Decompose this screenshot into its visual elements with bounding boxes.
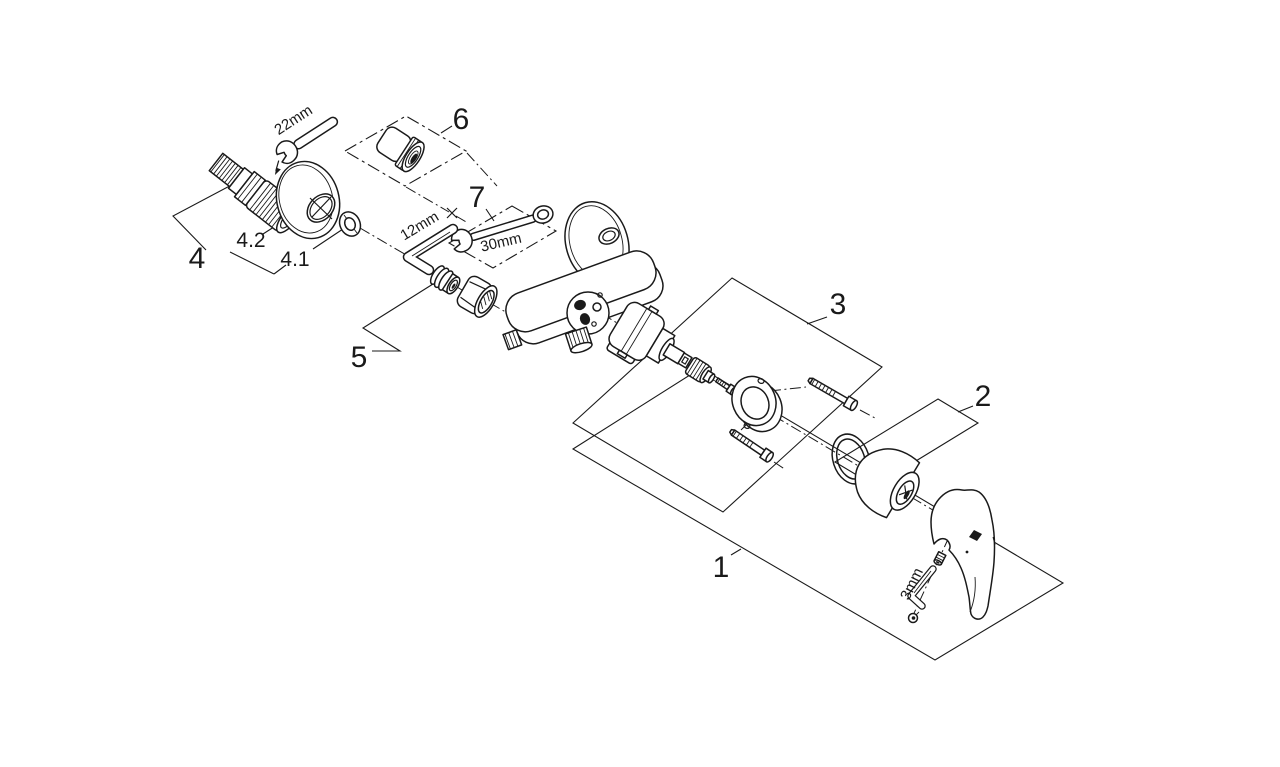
body-outlet (564, 326, 593, 354)
handle-grub-screw (933, 550, 947, 566)
center-lines (359, 152, 950, 623)
dimension-labels: 22mm 12mm 30mm 3mm (271, 102, 926, 603)
brand-logo-mark (969, 530, 982, 541)
part-group-box-3 (572, 277, 883, 513)
handle-cap-screw (907, 611, 920, 624)
part-label-5: 5 (351, 341, 368, 374)
splined-adapter (684, 357, 716, 384)
part-label-4-1: 4.1 (280, 248, 309, 271)
cap-nut-5 (456, 275, 498, 318)
part-group-box-1 (571, 367, 1065, 661)
wall-escutcheon-4-2 (275, 160, 341, 240)
part-label-4-2: 4.2 (236, 229, 265, 252)
leader-lines (172, 125, 974, 556)
part-label-7: 7 (469, 181, 486, 214)
fixing-screw-upper (807, 377, 859, 412)
mixer-body (502, 250, 664, 354)
hex-key-12mm-icon (402, 223, 459, 276)
fixing-screw-lower (729, 428, 775, 463)
body-boss (566, 291, 610, 335)
part-label-3: 3 (830, 288, 847, 321)
tool-box-6 (343, 115, 468, 187)
cartridge (606, 301, 693, 369)
hex-key-3mm-icon (907, 565, 937, 610)
threaded-adapter-6 (376, 126, 425, 173)
crossing-mark (446, 207, 458, 219)
part-label-2: 2 (975, 380, 992, 413)
seal-washer-4-1 (338, 211, 362, 237)
part-labels: 1 2 3 4 4.2 4.1 5 6 7 (189, 103, 992, 584)
threaded-plug-5 (429, 265, 461, 295)
part-label-4: 4 (189, 242, 206, 275)
cap-sleeve-2 (854, 448, 921, 519)
lever-handle (930, 488, 996, 620)
part-label-1: 1 (713, 551, 730, 584)
mounting-flange (731, 375, 783, 433)
wrench-22mm-icon (274, 116, 339, 175)
part-label-6: 6 (453, 103, 470, 136)
wrench-30mm-icon (450, 205, 554, 253)
